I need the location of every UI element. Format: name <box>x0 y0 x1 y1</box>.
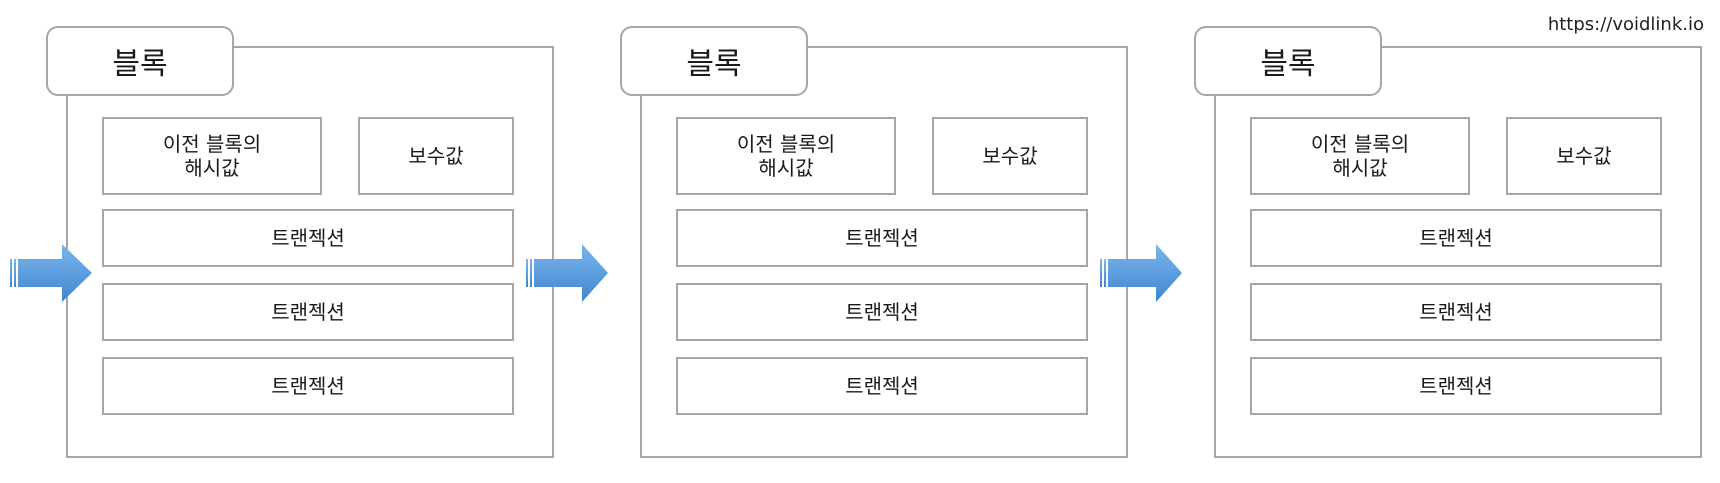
transaction-cell: 트랜젝션 <box>676 357 1088 415</box>
transaction-cell: 트랜젝션 <box>102 357 514 415</box>
block-container: 이전 블록의 해시값 보수값 트랜젝션 트랜젝션 트랜젝션 <box>66 46 554 458</box>
transaction-cell: 트랜젝션 <box>102 209 514 267</box>
reward-cell: 보수값 <box>932 117 1088 195</box>
prev-hash-cell: 이전 블록의 해시값 <box>676 117 896 195</box>
prev-hash-cell: 이전 블록의 해시값 <box>1250 117 1470 195</box>
chain-arrow-icon <box>1100 244 1182 302</box>
chain-arrow-icon <box>10 244 92 302</box>
block-title: 블록 <box>1194 26 1382 96</box>
transaction-cell: 트랜젝션 <box>676 209 1088 267</box>
chain-arrow-icon <box>526 244 608 302</box>
prev-hash-cell: 이전 블록의 해시값 <box>102 117 322 195</box>
transaction-cell: 트랜젝션 <box>1250 209 1662 267</box>
block-container: 이전 블록의 해시값 보수값 트랜젝션 트랜젝션 트랜젝션 <box>640 46 1128 458</box>
reward-cell: 보수값 <box>1506 117 1662 195</box>
block-title: 블록 <box>46 26 234 96</box>
watermark-url: https://voidlink.io <box>1547 14 1704 35</box>
block-title: 블록 <box>620 26 808 96</box>
block-container: 이전 블록의 해시값 보수값 트랜젝션 트랜젝션 트랜젝션 <box>1214 46 1702 458</box>
transaction-cell: 트랜젝션 <box>102 283 514 341</box>
transaction-cell: 트랜젝션 <box>1250 357 1662 415</box>
transaction-cell: 트랜젝션 <box>676 283 1088 341</box>
reward-cell: 보수값 <box>358 117 514 195</box>
transaction-cell: 트랜젝션 <box>1250 283 1662 341</box>
